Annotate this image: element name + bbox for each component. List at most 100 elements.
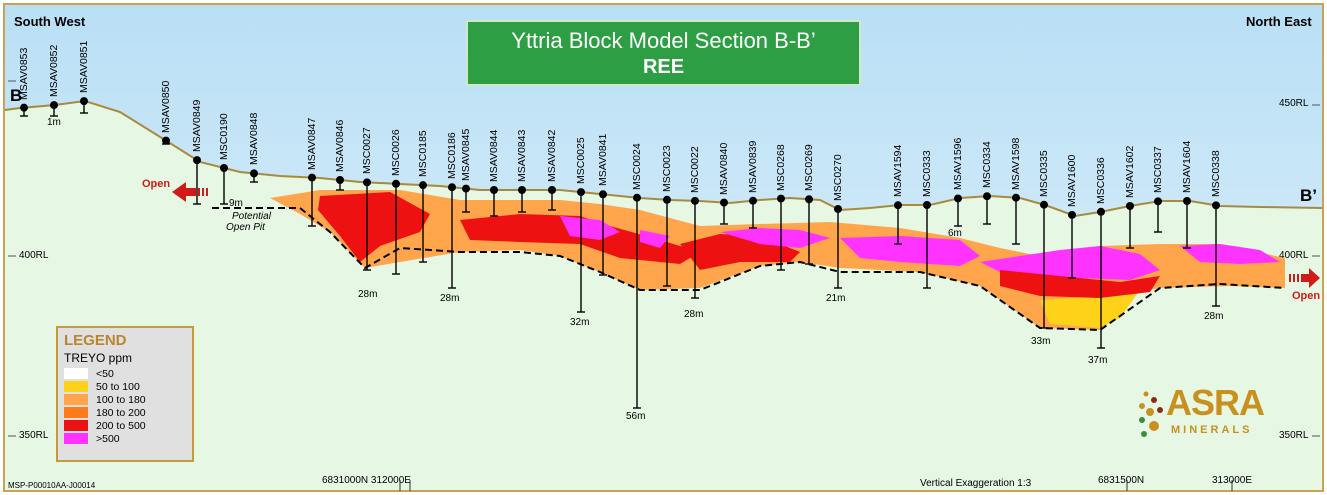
drill-hole-collar xyxy=(1012,193,1020,202)
drill-hole-collar xyxy=(392,179,400,188)
depth-label: 37m xyxy=(1088,355,1108,366)
logo-sub-text: MINERALS xyxy=(1171,424,1253,436)
legend-swatch xyxy=(64,407,88,418)
hole-label: MSC0026 xyxy=(390,129,402,176)
drill-hole-collar xyxy=(308,173,316,182)
coordinate-label-1: 6831000N 312000E xyxy=(322,475,411,486)
depth-label: 9m xyxy=(229,198,243,209)
hole-label: MSC0185 xyxy=(417,130,429,178)
hole-label: MSC0024 xyxy=(631,142,643,190)
drill-hole-collar xyxy=(1040,200,1048,209)
drill-hole-collar xyxy=(220,164,228,172)
drill-hole-collar xyxy=(448,183,456,192)
drill-hole-collar xyxy=(490,186,498,194)
title-line1: Yttria Block Model Section B-B’ xyxy=(511,28,816,53)
section-start-label: B xyxy=(10,86,23,105)
drill-hole-collar xyxy=(363,178,371,187)
depth-label: 56m xyxy=(626,411,646,422)
hole-label: MSAV0852 xyxy=(48,44,60,98)
vertical-exaggeration: Vertical Exaggeration 1:3 xyxy=(920,478,1032,489)
legend-label: <50 xyxy=(96,367,114,380)
hole-label: MSC0023 xyxy=(661,145,673,192)
drill-holes xyxy=(20,97,1220,409)
legend-swatch xyxy=(64,433,88,444)
drill-hole-collar xyxy=(805,195,813,204)
legend-item: 50 to 100 xyxy=(64,380,186,393)
hole-label: MSC0186 xyxy=(446,132,458,180)
hole-label: MSAV0842 xyxy=(546,129,558,182)
pit-label-line2: Open Pit xyxy=(226,222,265,233)
legend-item: >500 xyxy=(64,432,186,445)
hole-label: MSAV1600 xyxy=(1066,154,1078,207)
drill-hole-collar xyxy=(720,198,728,207)
reference-code: MSP-P00010AA-J00014 xyxy=(8,481,96,490)
hole-label: MSAV0840 xyxy=(718,142,730,195)
drill-hole-collar xyxy=(749,196,757,205)
open-label-left: Open xyxy=(142,178,171,190)
drill-hole-collar xyxy=(80,97,88,106)
hole-label: MSAV0851 xyxy=(78,40,90,94)
drill-hole-collar xyxy=(923,201,931,209)
legend-swatch xyxy=(64,420,88,431)
drill-hole-collar xyxy=(193,156,201,165)
logo-main-text: ASRA xyxy=(1166,382,1265,423)
legend-swatch xyxy=(64,381,88,392)
pit-outline xyxy=(212,207,1286,332)
legend-title: LEGEND xyxy=(64,332,127,349)
section-end-label: B’ xyxy=(1300,186,1317,205)
drill-hole-collar xyxy=(691,196,699,205)
drill-hole-collar xyxy=(462,184,470,193)
hole-label: MSC0333 xyxy=(921,150,933,197)
hole-label: MSAV1598 xyxy=(1010,137,1022,190)
hole-label: MSC0270 xyxy=(832,154,844,201)
hole-label: MSC0022 xyxy=(689,146,701,193)
drill-hole-collar xyxy=(518,186,526,194)
hole-label: MSC0027 xyxy=(361,127,373,175)
depth-label: 6m xyxy=(948,228,962,239)
hole-label: MSAV0853 xyxy=(18,47,30,100)
hole-label: MSC0336 xyxy=(1095,157,1107,204)
drill-hole-collar xyxy=(954,194,962,203)
hole-label: MSAV1602 xyxy=(1124,145,1136,198)
drill-hole-collar xyxy=(1212,201,1220,210)
coordinate-label-3: 313000E xyxy=(1212,475,1253,486)
hole-label: MSAV1604 xyxy=(1181,140,1193,193)
rl450-label: 450RL xyxy=(1279,98,1309,109)
hole-label: MSC0338 xyxy=(1210,150,1222,198)
hole-label: MSAV0850 xyxy=(160,80,172,133)
depth-label: 28m xyxy=(358,289,378,300)
hole-label: MSAV1596 xyxy=(952,138,964,191)
drill-hole-collar xyxy=(1097,207,1105,216)
hole-label: MSC0268 xyxy=(775,143,787,191)
hole-label: MSAV0845 xyxy=(460,128,472,181)
corner-label-left: South West xyxy=(14,14,86,29)
title-box: Yttria Block Model Section B-B’ REE xyxy=(466,20,861,86)
hole-label: MSC0190 xyxy=(218,113,230,160)
rl350-label-left: 350RL xyxy=(19,430,49,441)
hole-label: MSAV0849 xyxy=(191,99,203,153)
drill-hole-collar xyxy=(20,103,28,112)
legend-item: <50 xyxy=(64,367,186,380)
drill-hole-collar xyxy=(1154,197,1162,206)
asra-logo-icon xyxy=(1139,391,1163,437)
hole-label: MSC0334 xyxy=(981,141,993,189)
hole-label: MSAV0848 xyxy=(248,113,260,166)
legend: LEGEND TREYO ppm <50 50 to 100 100 to 18… xyxy=(56,326,194,462)
drill-hole-collar xyxy=(1068,210,1076,219)
hole-label: MSAV0841 xyxy=(597,133,609,187)
drill-hole-collar xyxy=(162,136,170,145)
legend-label: 180 to 200 xyxy=(96,406,146,419)
rl400-label-right: 400RL xyxy=(1279,250,1309,261)
depth-label: 28m xyxy=(440,293,460,304)
drill-hole-collar xyxy=(894,201,902,210)
open-label-right: Open xyxy=(1292,290,1321,302)
corner-label-right: North East xyxy=(1246,14,1312,29)
drill-hole-collar xyxy=(419,181,427,190)
drill-hole-collar xyxy=(633,193,641,202)
legend-label: 50 to 100 xyxy=(96,380,140,393)
grade-blocks xyxy=(270,190,1285,330)
hole-label: MSC0337 xyxy=(1152,146,1164,194)
drill-hole-collar xyxy=(1183,197,1191,205)
depth-label: 32m xyxy=(570,317,590,328)
